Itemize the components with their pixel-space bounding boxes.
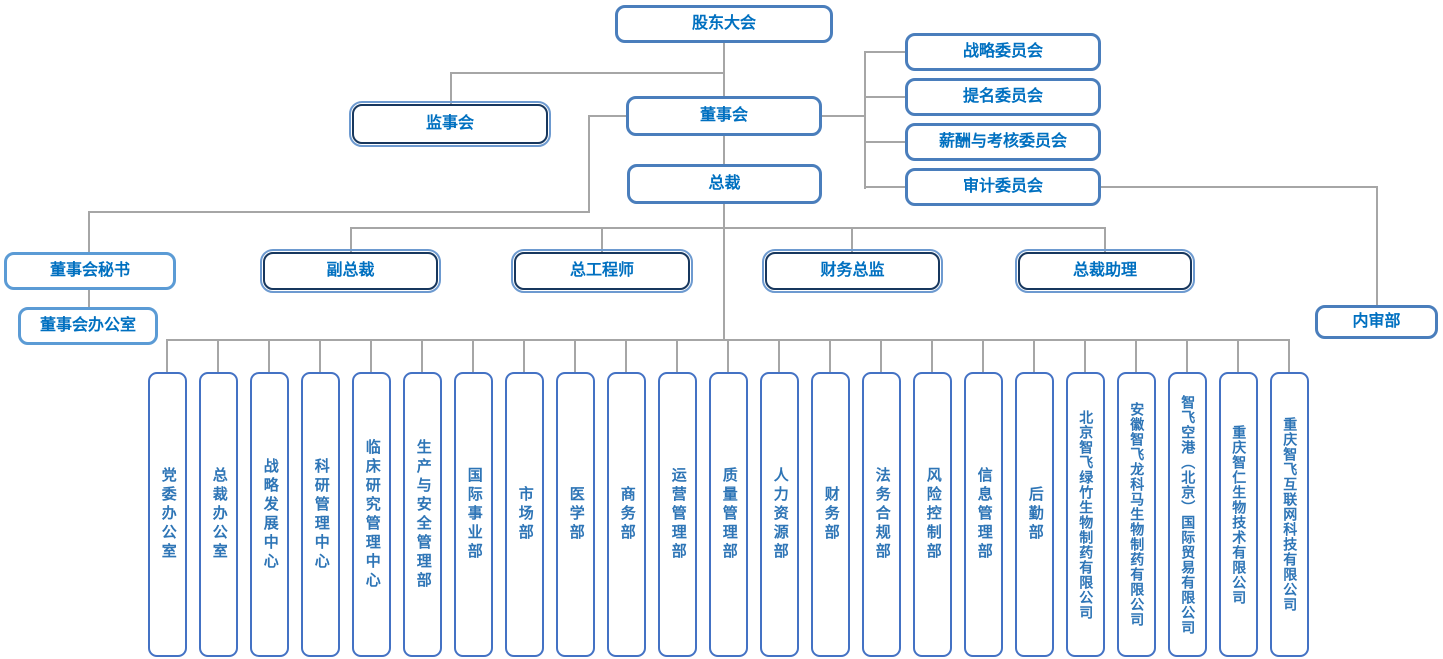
- connector-line: [319, 339, 321, 372]
- connector-line: [350, 227, 352, 252]
- connector-line: [588, 115, 590, 212]
- connector-line: [1376, 186, 1378, 305]
- org-node-department-13: 人力资源部: [760, 372, 799, 657]
- connector-line: [166, 339, 168, 372]
- connector-line: [723, 204, 725, 340]
- connector-line: [450, 72, 452, 104]
- connector-line: [1288, 339, 1290, 372]
- org-node-department-1: 党委办公室: [148, 372, 187, 657]
- org-node-department-3: 战略发展中心: [250, 372, 289, 657]
- connector-line: [864, 96, 905, 98]
- connector-line: [268, 339, 270, 372]
- org-node-audit-committee: 审计委员会: [905, 168, 1101, 206]
- org-node-department-8: 市场部: [505, 372, 544, 657]
- connector-line: [574, 339, 576, 372]
- org-node-department-16: 风险控制部: [913, 372, 952, 657]
- connector-line: [982, 339, 984, 372]
- connector-line: [778, 339, 780, 372]
- connector-line: [1104, 227, 1106, 252]
- org-node-department-6: 生产与安全管理部: [403, 372, 442, 657]
- org-node-internal-audit-dept: 内审部: [1315, 305, 1438, 339]
- org-node-board-secretary: 董事会秘书: [4, 252, 176, 290]
- connector-line: [864, 186, 905, 188]
- connector-line: [450, 72, 725, 74]
- org-node-strategy-committee: 战略委员会: [905, 33, 1101, 71]
- org-node-department-17: 信息管理部: [964, 372, 1003, 657]
- connector-line: [1237, 339, 1239, 372]
- connector-line: [864, 51, 866, 189]
- connector-line: [723, 43, 725, 96]
- org-node-vice-president: 副总裁: [260, 249, 441, 293]
- connector-line: [88, 290, 90, 307]
- connector-line: [822, 115, 865, 117]
- connector-line: [864, 51, 905, 53]
- org-node-finance-director: 财务总监: [762, 249, 943, 293]
- org-node-department-20: 安徽智飞龙科马生物制药有限公司: [1117, 372, 1156, 657]
- connector-line: [676, 339, 678, 372]
- connector-line: [588, 115, 627, 117]
- connector-line: [829, 339, 831, 372]
- org-node-department-23: 重庆智飞互联网科技有限公司: [1270, 372, 1309, 657]
- connector-line: [1101, 186, 1378, 188]
- connector-line: [1084, 339, 1086, 372]
- connector-line: [1186, 339, 1188, 372]
- connector-line: [350, 227, 1106, 229]
- connector-line: [625, 339, 627, 372]
- org-node-department-5: 临床研究管理中心: [352, 372, 391, 657]
- org-node-department-9: 医学部: [556, 372, 595, 657]
- connector-line: [1135, 339, 1137, 372]
- org-node-chief-engineer: 总工程师: [511, 249, 693, 293]
- org-node-department-10: 商务部: [607, 372, 646, 657]
- connector-line: [523, 339, 525, 372]
- org-node-shareholders-meeting: 股东大会: [615, 5, 833, 43]
- org-node-nomination-committee: 提名委员会: [905, 78, 1101, 116]
- org-node-department-12: 质量管理部: [709, 372, 748, 657]
- connector-line: [1033, 339, 1035, 372]
- org-node-department-21: 智飞空港（北京）国际贸易有限公司: [1168, 372, 1207, 657]
- connector-line: [864, 141, 905, 143]
- org-node-president-assistant: 总裁助理: [1015, 249, 1195, 293]
- org-node-board-of-directors: 董事会: [626, 96, 822, 136]
- connector-line: [472, 339, 474, 372]
- org-node-remuneration-assessment-committee: 薪酬与考核委员会: [905, 123, 1101, 161]
- org-node-department-22: 重庆智仁生物技术有限公司: [1219, 372, 1258, 657]
- connector-line: [931, 339, 933, 372]
- org-node-department-4: 科研管理中心: [301, 372, 340, 657]
- org-node-department-2: 总裁办公室: [199, 372, 238, 657]
- connector-line: [88, 211, 590, 213]
- connector-line: [370, 339, 372, 372]
- connector-line: [217, 339, 219, 372]
- connector-line: [851, 227, 853, 252]
- connector-line: [88, 211, 90, 252]
- org-node-department-18: 后勤部: [1015, 372, 1054, 657]
- connector-line: [421, 339, 423, 372]
- org-node-department-19: 北京智飞绿竹生物制药有限公司: [1066, 372, 1105, 657]
- org-node-department-7: 国际事业部: [454, 372, 493, 657]
- org-node-president: 总裁: [627, 164, 822, 204]
- org-node-department-14: 财务部: [811, 372, 850, 657]
- org-node-department-11: 运营管理部: [658, 372, 697, 657]
- connector-line: [727, 339, 729, 372]
- org-node-department-15: 法务合规部: [862, 372, 901, 657]
- connector-line: [723, 136, 725, 164]
- org-node-supervisory-board: 监事会: [349, 101, 551, 147]
- connector-line: [601, 227, 603, 252]
- org-node-board-office: 董事会办公室: [18, 307, 158, 345]
- connector-line: [880, 339, 882, 372]
